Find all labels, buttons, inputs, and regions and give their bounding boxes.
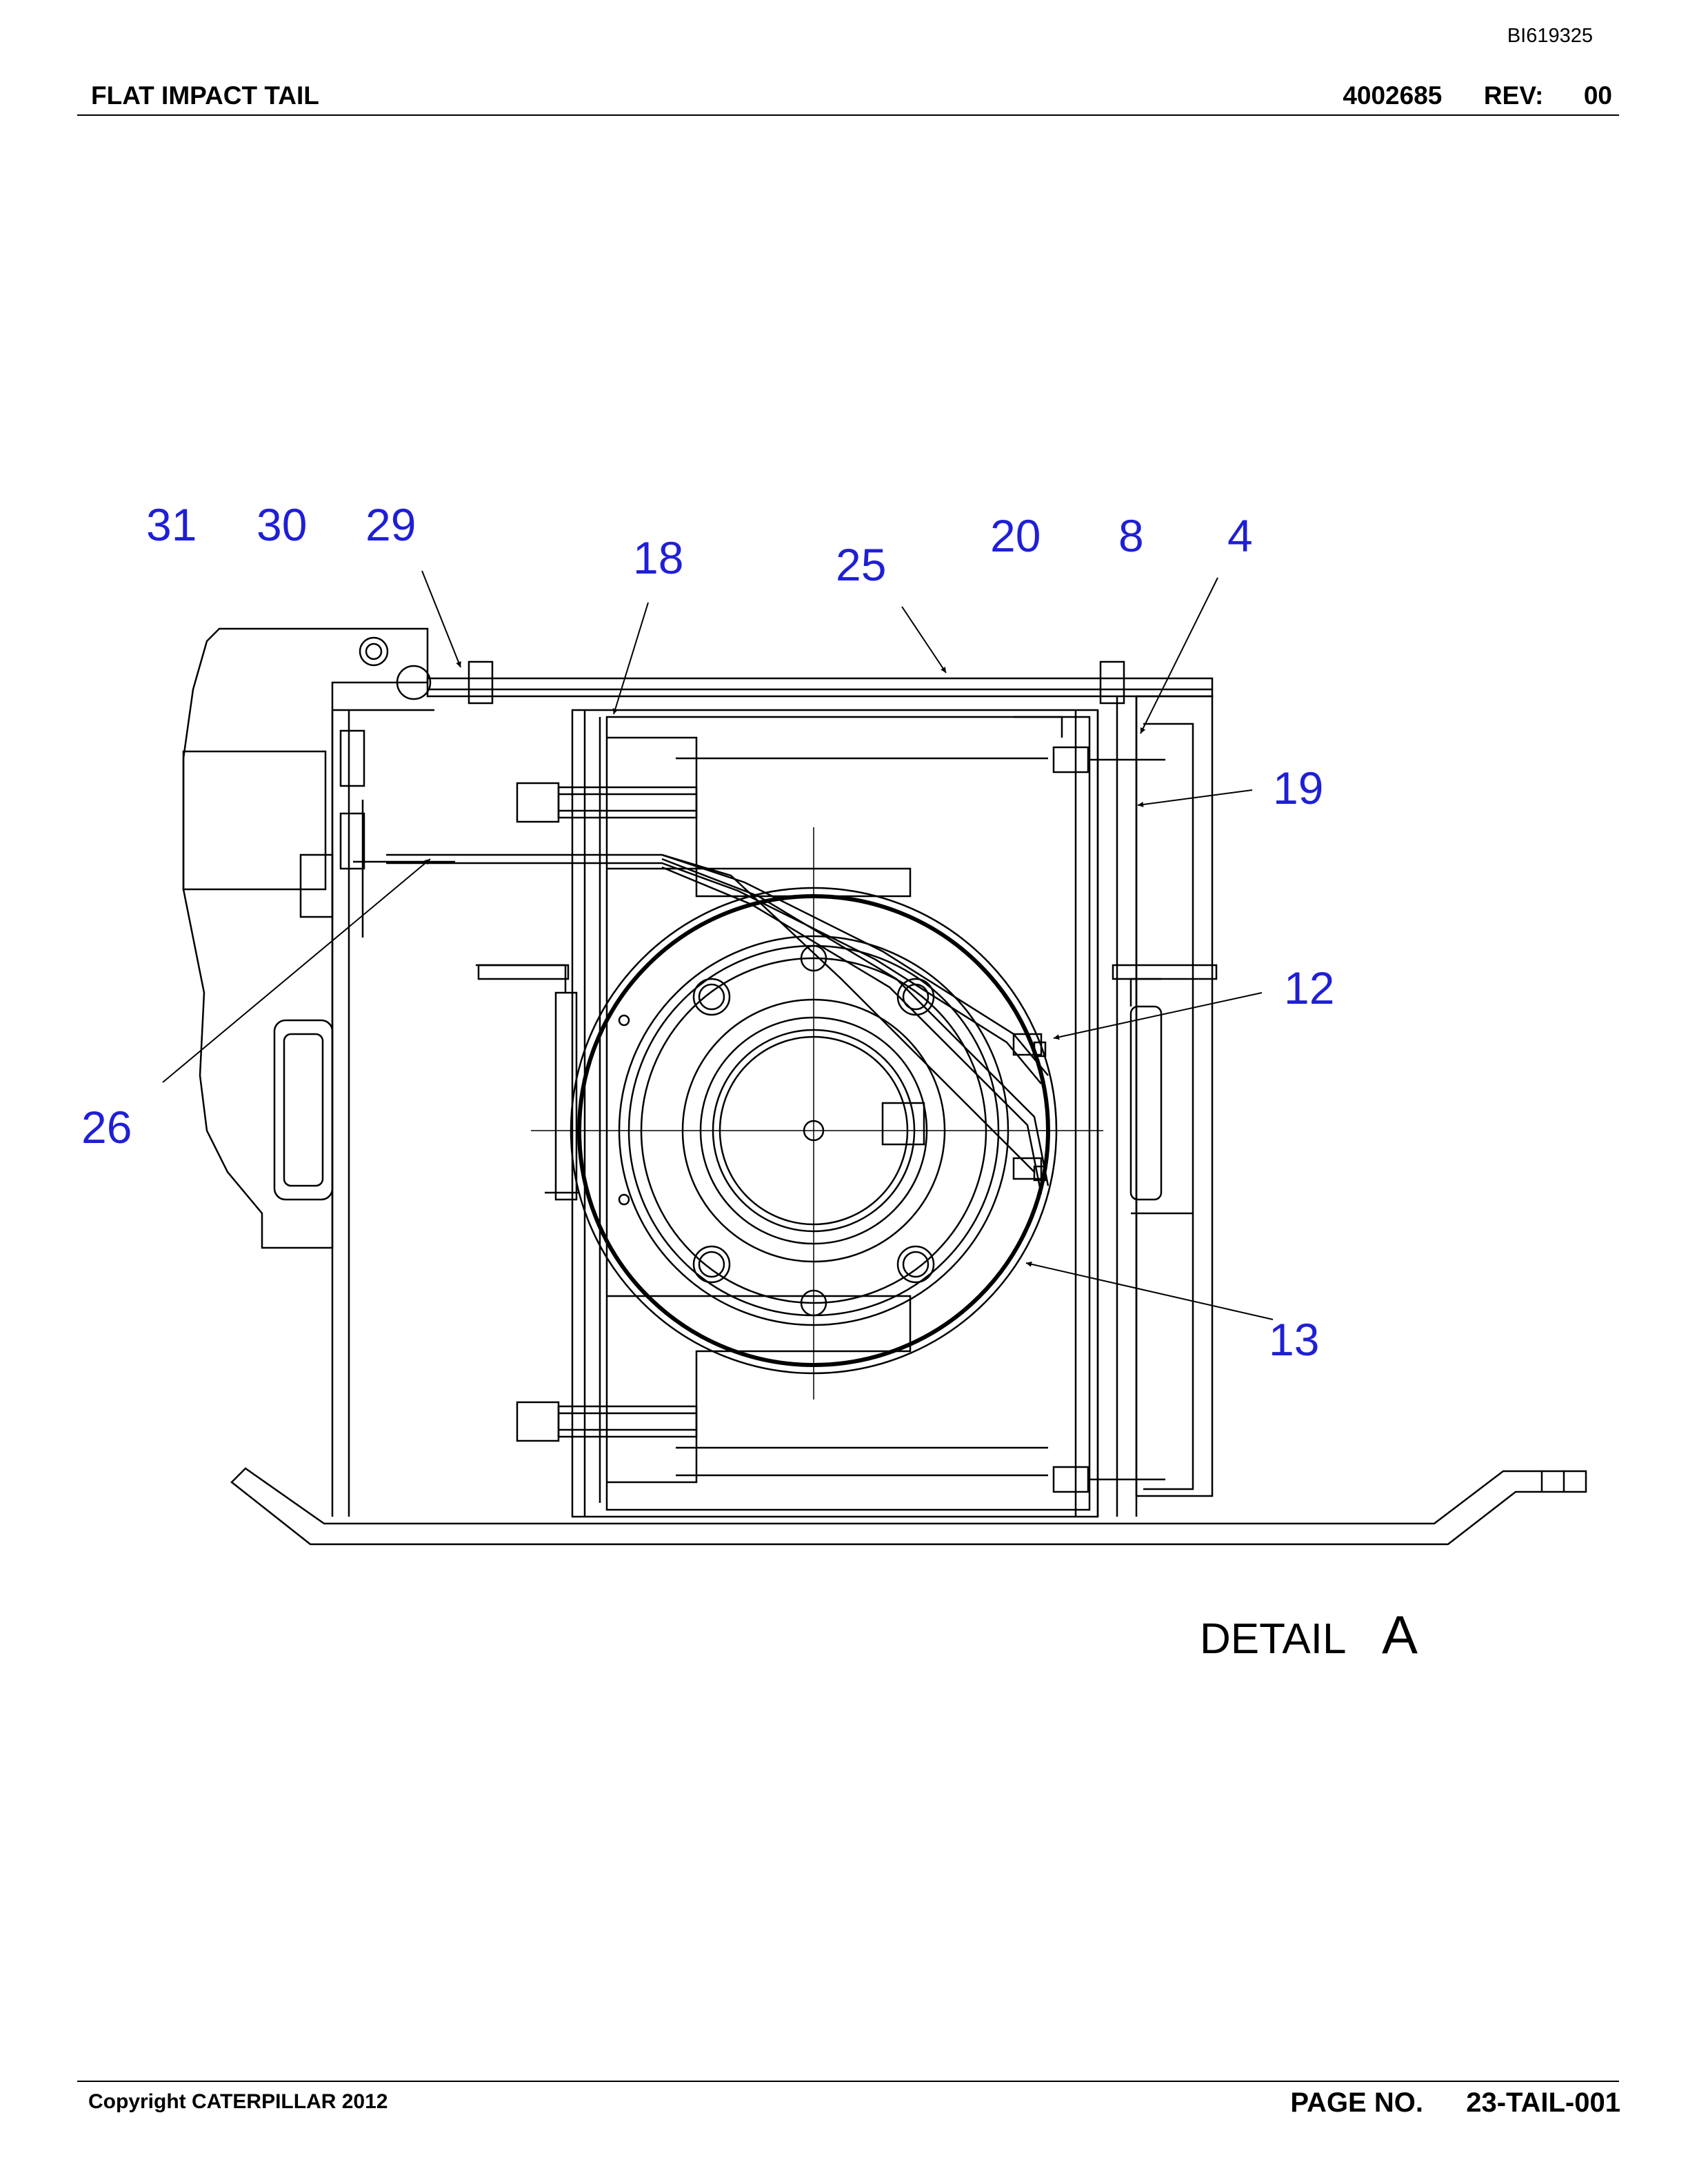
- callout-30: 30: [257, 499, 307, 550]
- callout-20: 20: [990, 510, 1041, 561]
- header-rule: [77, 114, 1619, 116]
- detail-word: DETAIL: [1200, 1615, 1346, 1663]
- callout-8: 8: [1118, 510, 1144, 561]
- revision-label: REV:: [1483, 81, 1544, 110]
- footer-rule: [77, 2081, 1619, 2082]
- callout-25: 25: [836, 539, 886, 590]
- callouts: 31 30 29 18 25 20 8 4 19 12 26 13: [81, 499, 1334, 1365]
- callout-26: 26: [81, 1102, 132, 1153]
- part-number: 4002685: [1343, 81, 1443, 110]
- detail-label: DETAIL A: [1200, 1604, 1418, 1665]
- copyright-notice: Copyright CATERPILLAR 2012: [88, 2090, 388, 2113]
- revision-value: 00: [1583, 81, 1612, 110]
- callout-31: 31: [146, 499, 197, 550]
- callout-29: 29: [365, 499, 416, 550]
- leader-lines: [162, 570, 1274, 1320]
- callout-13: 13: [1269, 1314, 1319, 1365]
- page-number-value: 23-TAIL-001: [1466, 2087, 1620, 2118]
- detail-letter: A: [1382, 1604, 1418, 1665]
- callout-18: 18: [633, 532, 683, 583]
- callout-19: 19: [1273, 762, 1323, 813]
- assembly-linework: [182, 627, 1587, 1546]
- callout-12: 12: [1284, 962, 1334, 1013]
- page-number-label: PAGE NO.: [1290, 2087, 1423, 2118]
- document-id: BI619325: [1507, 25, 1593, 47]
- page-number: PAGE NO. 23-TAIL-001: [1290, 2087, 1620, 2119]
- part-revision: 4002685 REV: 00: [1343, 81, 1612, 110]
- callout-4: 4: [1227, 510, 1253, 561]
- page-title: FLAT IMPACT TAIL: [91, 81, 319, 110]
